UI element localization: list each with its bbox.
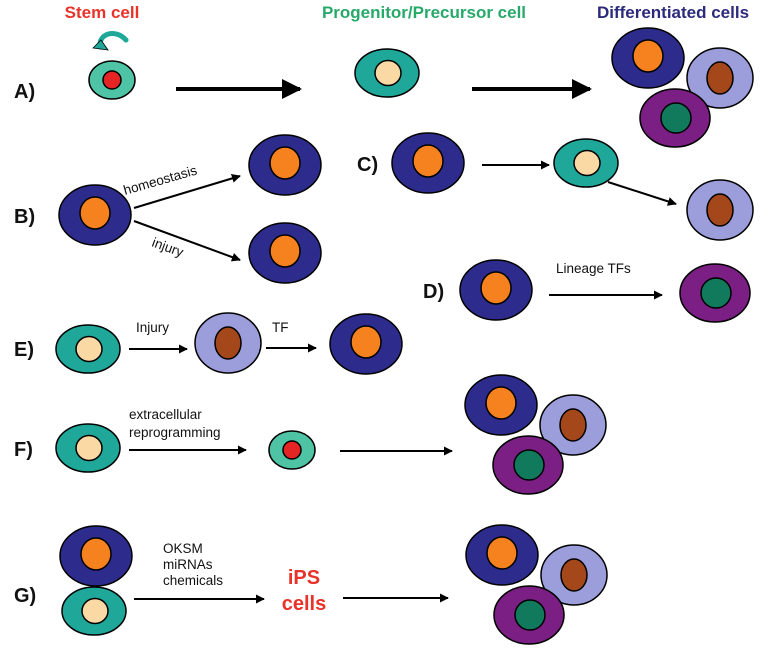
row-label-d: D) bbox=[423, 281, 444, 303]
source-cell-d bbox=[459, 259, 533, 321]
header-progenitor: Progenitor/Precursor cell bbox=[322, 3, 526, 22]
arrow-injury-b bbox=[133, 220, 241, 262]
source-cell-c bbox=[391, 132, 465, 194]
row-label-c: C) bbox=[357, 154, 378, 176]
lavender-cell-c bbox=[686, 179, 754, 241]
stem-cell-f bbox=[268, 430, 316, 470]
row-label-g: G) bbox=[14, 585, 36, 607]
header-stem-cell: Stem cell bbox=[65, 3, 140, 22]
label-reprogramming: reprogramming bbox=[129, 425, 221, 440]
row-label-a: A) bbox=[14, 81, 35, 103]
label-chemicals: chemicals bbox=[163, 573, 223, 588]
label-mirnas: miRNAs bbox=[163, 557, 213, 572]
progenitor-cell-a bbox=[354, 48, 420, 98]
self-renewal-arrow-icon bbox=[92, 31, 129, 51]
arrow-c2 bbox=[607, 181, 677, 206]
label-ips: iPS bbox=[288, 567, 320, 589]
label-injury-e: Injury bbox=[136, 320, 169, 335]
differentiated-cluster-g bbox=[466, 525, 607, 644]
blue-cell-e bbox=[329, 313, 403, 375]
daughter-cell-b1 bbox=[248, 134, 322, 196]
progenitor-cell-c bbox=[553, 138, 619, 188]
source-cell-b bbox=[58, 184, 132, 246]
arrow-homeostasis bbox=[133, 174, 241, 209]
label-tf: TF bbox=[272, 320, 289, 335]
differentiated-cluster-f bbox=[465, 375, 606, 494]
purple-cell-d bbox=[679, 263, 751, 323]
daughter-cell-b2 bbox=[248, 222, 322, 284]
stem-cell-a bbox=[88, 60, 136, 100]
differentiated-cluster-a bbox=[612, 28, 753, 147]
row-label-f: F) bbox=[14, 439, 33, 461]
label-extracellular: extracellular bbox=[129, 407, 202, 422]
blue-cell-g bbox=[59, 525, 133, 587]
row-label-e: E) bbox=[14, 339, 34, 361]
label-oksm: OKSM bbox=[163, 541, 203, 556]
label-ips-cells: cells bbox=[282, 593, 326, 615]
header-differentiated: Differentiated cells bbox=[597, 3, 749, 22]
teal-cell-g bbox=[61, 586, 127, 636]
teal-cell-f bbox=[55, 423, 121, 473]
row-label-b: B) bbox=[14, 206, 35, 228]
lavender-cell-e bbox=[194, 312, 262, 374]
teal-cell-e bbox=[55, 324, 121, 374]
label-lineage-tfs: Lineage TFs bbox=[556, 261, 631, 276]
